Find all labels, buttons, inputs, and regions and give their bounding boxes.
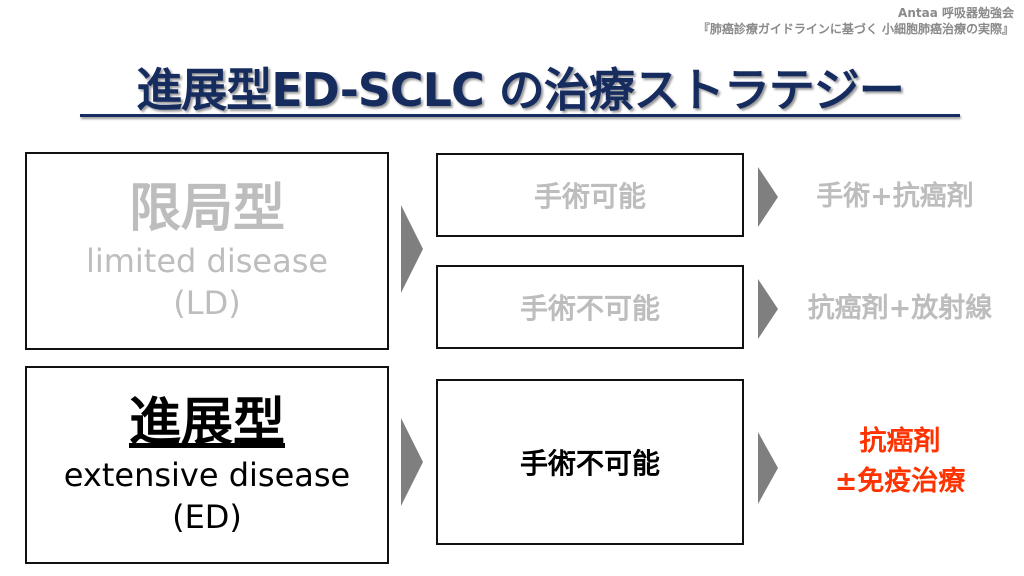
ld-kanji: 限局型 xyxy=(128,179,285,239)
ld-box: 限局型 limited disease (LD) xyxy=(25,152,389,350)
arrow-icon xyxy=(401,205,423,293)
ld-result-inoperable: 抗癌剤+放射線 xyxy=(807,293,993,324)
ed-abbr: (ED) xyxy=(172,498,242,536)
ld-option-inoperable: 手術不可能 xyxy=(436,265,744,349)
ld-option-operable: 手術可能 xyxy=(436,153,744,237)
ed-result-line2: ±免疫治療 xyxy=(834,466,966,497)
header-subtitle: 『肺癌診療ガイドラインに基づく 小細胞肺癌治療の実際』 xyxy=(697,22,1014,36)
arrow-icon xyxy=(401,418,423,506)
arrow-icon xyxy=(758,432,778,504)
page-title: 進展型ED-SCLC の治療ストラテジー xyxy=(136,63,905,117)
ed-english: extensive disease xyxy=(63,456,351,494)
ed-box: 進展型 extensive disease (ED) xyxy=(25,366,389,564)
ld-abbr: (LD) xyxy=(173,284,241,322)
ed-result: 抗癌剤 ±免疫治療 xyxy=(800,422,1000,502)
arrow-icon xyxy=(758,167,778,227)
ed-option-inoperable: 手術不可能 xyxy=(436,379,744,545)
arrow-icon xyxy=(758,279,778,339)
title-underline xyxy=(80,114,960,117)
header-org: Antaa 呼吸器勉強会 xyxy=(898,6,1014,20)
ed-kanji: 進展型 xyxy=(128,393,285,453)
ld-english: limited disease xyxy=(85,242,329,280)
ed-result-line1: 抗癌剤 xyxy=(859,426,941,457)
ld-result-operable: 手術+抗癌剤 xyxy=(816,181,974,212)
